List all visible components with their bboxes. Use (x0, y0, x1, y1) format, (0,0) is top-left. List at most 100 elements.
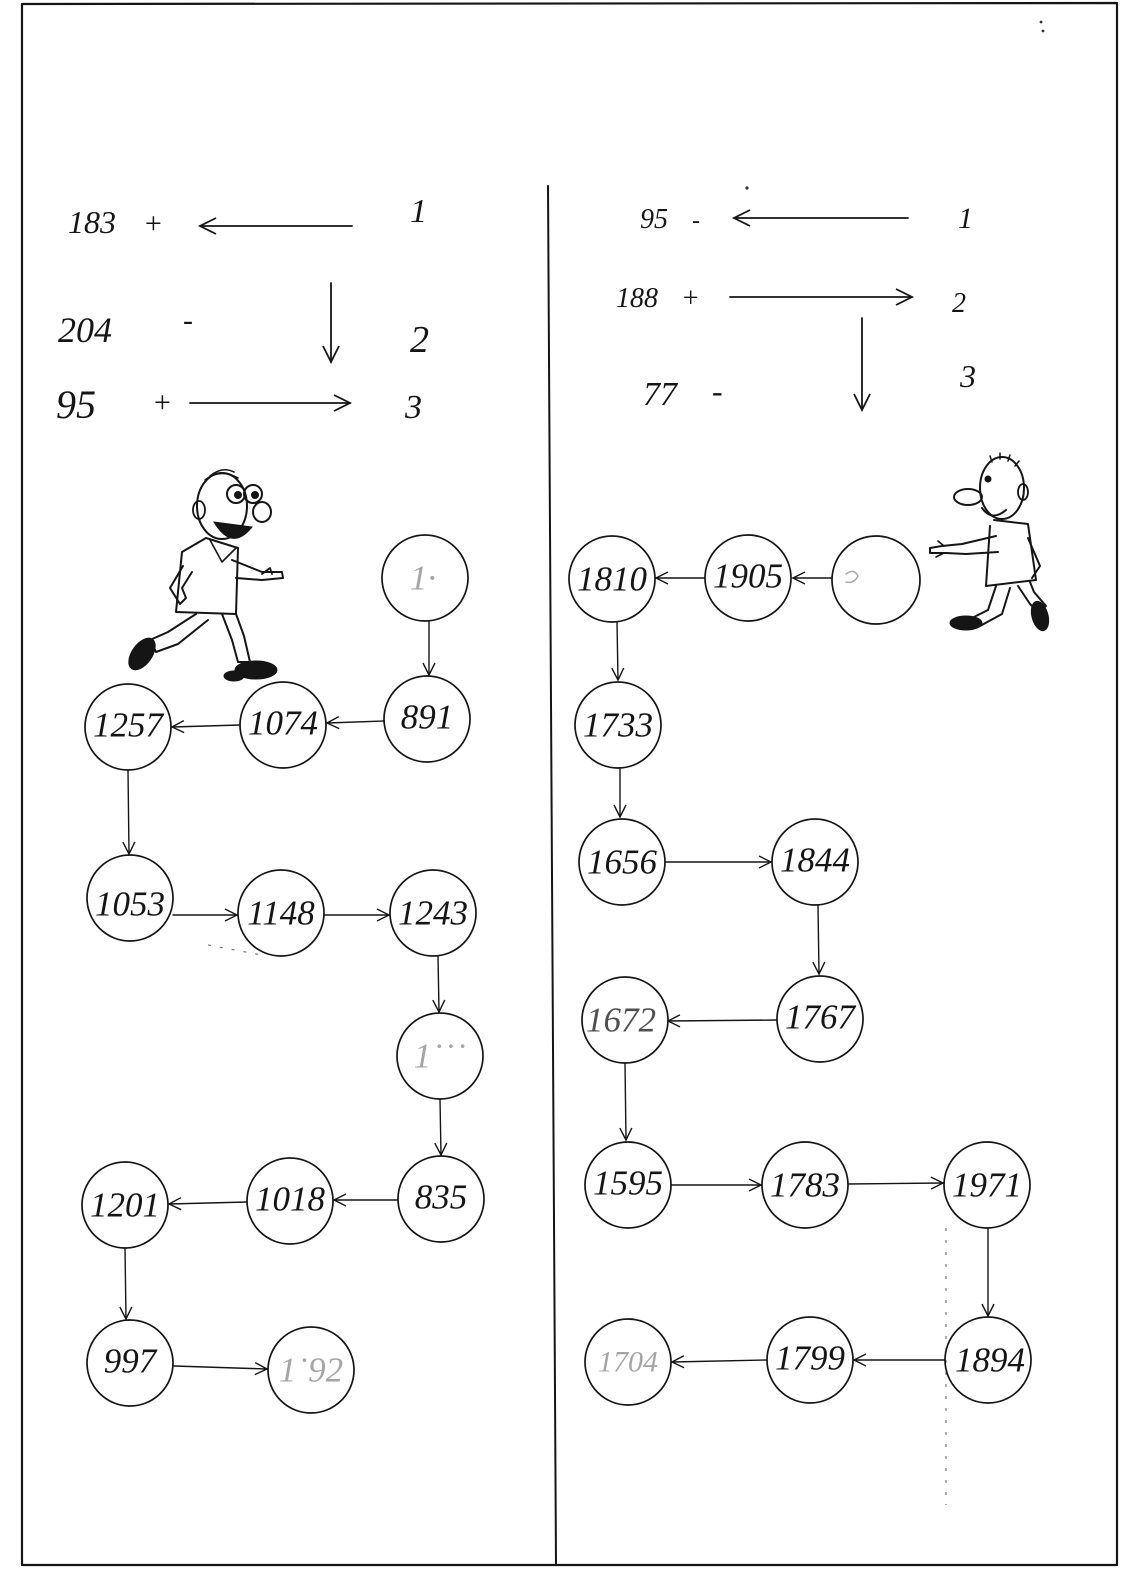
rule-sign: + (143, 207, 163, 240)
chain-node: 835 (397, 1155, 485, 1243)
node-circle (831, 535, 921, 625)
rule-step: 2 (410, 319, 429, 361)
chain-node: 1074 (239, 681, 327, 769)
right-rules: 95 - 1 188 + 2 77 - 3 (616, 202, 976, 413)
rule-number: 77 (643, 376, 679, 413)
node-circle (381, 534, 469, 622)
rule-step: 1 (958, 202, 973, 235)
node-label: 1257 (93, 706, 165, 745)
arrow-left-icon (670, 1355, 768, 1369)
arrow-down-icon (611, 621, 625, 682)
chain-node: 1˙˙˙ (396, 1012, 484, 1100)
chain-node: 1656 (578, 818, 666, 906)
chain-node: 1894 (944, 1316, 1032, 1404)
chain-node: 1148 (237, 869, 325, 957)
chain-node: 1704 (584, 1318, 672, 1406)
node-label: 1053 (95, 885, 165, 924)
node-label: 997 (104, 1342, 158, 1381)
node-label: 1844 (780, 841, 850, 880)
arrow-left-icon (325, 715, 385, 730)
node-label: 891 (401, 698, 454, 737)
arrow-down-icon (619, 1062, 633, 1142)
rule-sign: - (692, 208, 700, 234)
node-label: 1810 (577, 560, 648, 599)
node-label: 1˙˙˙ (414, 1037, 466, 1076)
arrow-left-icon (666, 1014, 778, 1028)
node-label: 1018 (255, 1180, 326, 1219)
rule-row: 95 + 3 (56, 382, 422, 427)
chain-node: 1· (381, 534, 469, 622)
rule-step: 1 (410, 193, 427, 230)
arrow-right-icon (847, 1176, 945, 1190)
chain-node: 997 (86, 1319, 174, 1407)
node-label: 1704 (598, 1346, 658, 1379)
chain-node: 1783 (761, 1141, 849, 1229)
chain-node: 1018 (246, 1157, 334, 1245)
chain-node: 1243 (389, 869, 477, 957)
arrow-left-icon (167, 1197, 248, 1211)
chain-node: 1767 (776, 975, 864, 1063)
left-chain-arrows (119, 620, 448, 1376)
chain-node: 1810 (568, 535, 656, 623)
chain-node: 1971 (943, 1141, 1031, 1229)
rule-sign: + (152, 386, 172, 419)
rule-row: 183 + 1 (68, 193, 427, 240)
rule-number: 188 (616, 283, 658, 314)
rule-step: 2 (952, 288, 966, 319)
chain-node (831, 535, 921, 625)
rule-sign: - (183, 304, 193, 337)
node-label: 1201 (90, 1186, 160, 1225)
arrow-down-icon (812, 904, 826, 976)
chain-node: 1201 (81, 1161, 169, 1249)
node-label: 1243 (398, 894, 468, 933)
rule-number: 183 (68, 204, 116, 240)
arrow-down-icon (432, 955, 446, 1014)
rule-row: 188 + 2 (616, 283, 966, 319)
node-label: 1894 (955, 1341, 1025, 1380)
node-label: 1783 (770, 1166, 840, 1205)
panel-divider (547, 185, 557, 1566)
right-number-chain: 1905 1810 1733 1656 1844 1767 (568, 534, 1032, 1406)
node-label: 1148 (247, 894, 315, 933)
node-label: 1733 (583, 706, 653, 745)
chain-node: 1905 (704, 534, 792, 622)
chain-node: 1053 (86, 854, 174, 942)
node-label: 1905 (713, 557, 783, 596)
chain-node: 1733 (574, 681, 662, 769)
rule-number: 95 (56, 382, 96, 427)
rule-step: 3 (959, 358, 976, 394)
rule-row: 204 - 2 (58, 282, 429, 365)
left-panel: 183 + 1 204 - 2 95 + 3 (56, 193, 485, 1414)
node-circle (776, 975, 864, 1063)
rule-step: 3 (404, 389, 422, 426)
node-label: 1˙92 (279, 1351, 343, 1390)
node-label: 1971 (952, 1166, 1022, 1205)
node-label: 1799 (775, 1339, 845, 1378)
rule-sign: + (681, 283, 700, 314)
left-rules: 183 + 1 204 - 2 95 + 3 (56, 193, 429, 427)
arrow-right-icon (173, 1362, 269, 1376)
right-chain-arrows (611, 571, 995, 1369)
walking-man-pointing-left-icon (929, 452, 1050, 632)
chain-node: 1672 (581, 976, 669, 1064)
node-label: 835 (415, 1178, 468, 1217)
arrow-down-icon (434, 1098, 448, 1157)
node-label: 1672 (586, 1001, 656, 1040)
arrow-left-icon (170, 720, 241, 734)
node-label: 1· (410, 559, 436, 598)
page-border (20, 1, 1119, 1567)
rule-sign: - (712, 373, 723, 409)
chain-node: 1˙92 (267, 1326, 355, 1414)
node-label: 1595 (593, 1164, 663, 1203)
chain-node: 1257 (84, 683, 172, 771)
faded-mark (845, 570, 859, 584)
scan-marks (207, 20, 1045, 1505)
node-label: 1767 (785, 998, 857, 1037)
chain-node: 891 (383, 675, 471, 763)
node-label: 1074 (248, 704, 318, 743)
arrow-down-icon (119, 1247, 133, 1321)
chain-node: 1799 (766, 1316, 854, 1404)
node-label: 1656 (587, 843, 658, 882)
rule-row: 77 - 3 (643, 317, 976, 413)
